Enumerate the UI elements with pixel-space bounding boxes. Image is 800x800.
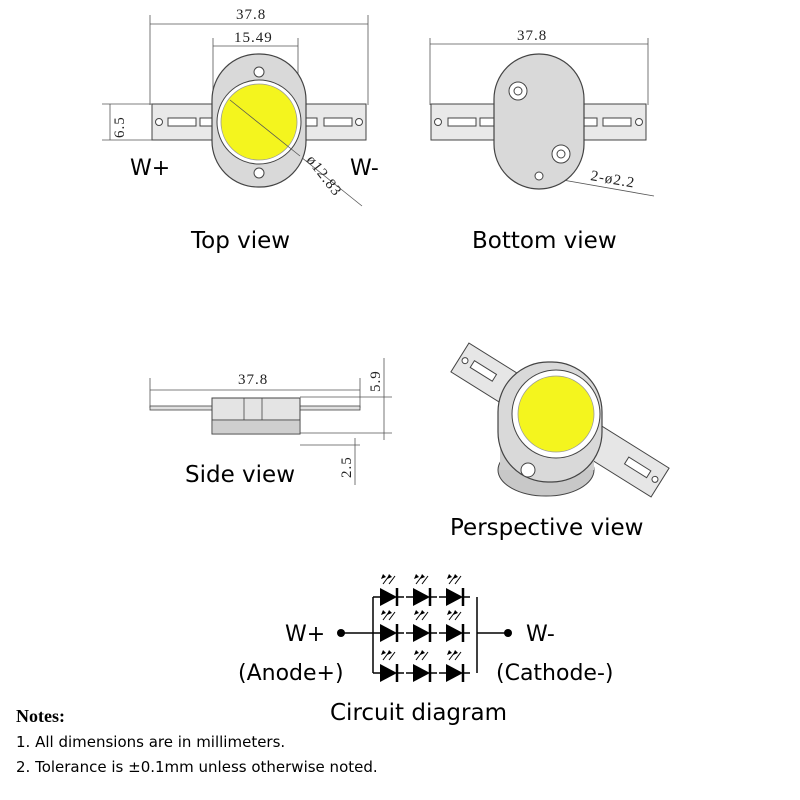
circuit-anode-label: W+	[285, 622, 325, 647]
led-array	[371, 572, 472, 684]
side-view: 37.8 5.9 2.5 Side view	[149, 358, 392, 488]
led-diode-symbol	[371, 572, 406, 608]
led-diode-symbol	[437, 608, 472, 644]
note-item: 2. Tolerance is ±0.1mm unless otherwise …	[16, 758, 378, 776]
circuit-diagram-caption: Circuit diagram	[330, 700, 507, 726]
led-diode-symbol	[404, 572, 439, 608]
circuit-anode-sub-label: (Anode+)	[238, 661, 344, 686]
side-view-total-width-dim: 37.8	[238, 372, 268, 388]
bottom-view-hole	[508, 81, 528, 101]
notes-title: Notes:	[16, 706, 65, 726]
circuit-diagram: W+ (Anode+) W- (Cathode-) Circuit diagra…	[238, 572, 613, 726]
top-view-module-width-dim: 15.49	[234, 30, 273, 46]
cathode-terminal	[504, 629, 512, 637]
led-diode-symbol	[371, 608, 406, 644]
side-view-height-top-dim: 5.9	[368, 370, 384, 392]
side-view-caption: Side view	[185, 462, 295, 488]
perspective-view: Perspective view	[450, 342, 670, 541]
bottom-view-caption: Bottom view	[472, 228, 617, 254]
bottom-view-total-width-dim: 37.8	[517, 28, 547, 44]
anode-terminal	[337, 629, 345, 637]
top-view-mount-hole	[253, 66, 265, 78]
led-diode-symbol	[437, 572, 472, 608]
note-item: 1. All dimensions are in millimeters.	[16, 733, 286, 751]
circuit-wiring	[341, 597, 508, 673]
circuit-cathode-label: W-	[526, 622, 555, 647]
side-view-dimension-lines	[149, 358, 392, 485]
bottom-view-body	[493, 53, 585, 190]
top-view-height-dim: 6.5	[112, 116, 128, 138]
top-view-led-emitter	[220, 83, 298, 161]
led-diode-symbol	[404, 608, 439, 644]
bottom-view-hole	[551, 144, 571, 164]
top-view-caption: Top view	[190, 228, 290, 254]
top-view-diameter-dim: ø12.83	[303, 153, 345, 200]
bottom-view-holes-dim: 2-ø2.2	[589, 168, 636, 192]
top-view-anode-label: W+	[130, 156, 170, 181]
top-view-total-width-dim: 37.8	[236, 7, 266, 23]
side-view-height-bottom-dim: 2.5	[339, 456, 355, 478]
circuit-cathode-sub-label: (Cathode-)	[496, 661, 613, 686]
perspective-led-emitter	[517, 375, 595, 453]
top-view: 37.8 15.49 6.5 ø12.83 W+ W- Top view	[102, 7, 379, 254]
top-view-mount-hole	[253, 167, 265, 179]
notes-section: Notes: 1. All dimensions are in millimet…	[16, 706, 786, 783]
top-view-cathode-label: W-	[350, 156, 379, 181]
led-diode-symbol	[371, 648, 406, 684]
bottom-view: 37.8 2-ø2.2 Bottom view	[429, 28, 655, 254]
led-diode-symbol	[437, 648, 472, 684]
led-diode-symbol	[404, 648, 439, 684]
perspective-view-caption: Perspective view	[450, 515, 643, 541]
